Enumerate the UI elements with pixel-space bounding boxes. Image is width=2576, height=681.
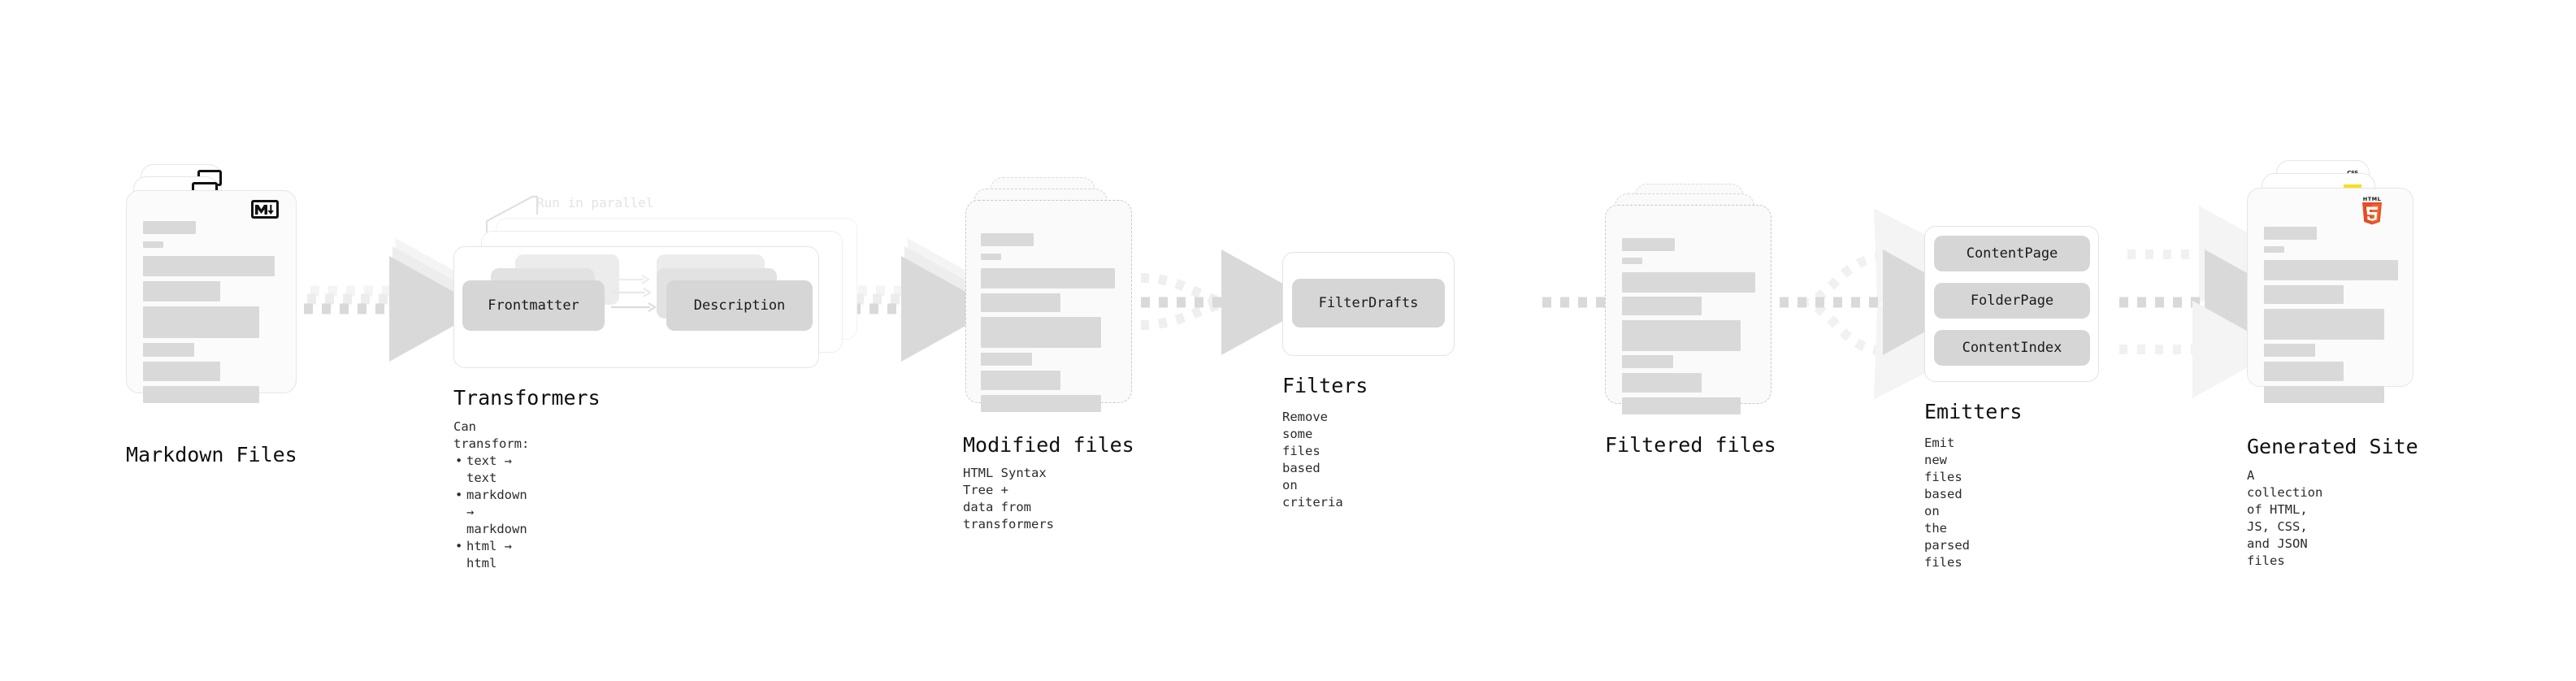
skeleton-bar <box>2264 344 2315 357</box>
stage-transformers: Run in parallel Frontmatter Descrip <box>0 0 857 681</box>
emitter-chip-folderpage-label: FolderPage <box>1970 293 2054 309</box>
filter-chip-filterdrafts-label: FilterDrafts <box>1318 295 1419 311</box>
stage-title-filtered-files: Filtered files <box>1605 433 1776 457</box>
transformer-chip-frontmatter[interactable]: Frontmatter <box>462 280 605 331</box>
emitter-chip-contentindex-label: ContentIndex <box>1962 340 2062 356</box>
html5-icon: HTML <box>2360 196 2384 225</box>
transformers-capability-item: text → text <box>455 453 529 487</box>
generated-card-front <box>2247 188 2413 403</box>
skeleton-bar <box>1622 397 1741 414</box>
transformer-chip-description[interactable]: Description <box>666 280 813 331</box>
transformers-capability-item: html → html <box>455 538 529 572</box>
transformers-capability-item: markdown → markdown <box>455 487 529 538</box>
skeleton-bar <box>1622 320 1741 351</box>
stage-title-modified-files: Modified files <box>963 433 1134 457</box>
filtered-card-front <box>1605 205 1772 414</box>
transformer-inner-arrows <box>611 275 657 312</box>
connector-emitters-to-site <box>2119 206 2300 398</box>
skeleton-bar <box>981 317 1101 348</box>
connector-modified-to-filters <box>1140 249 1316 355</box>
stage-subtitle-generated-site: A collection of HTML, JS, CSS, and JSON … <box>2247 468 2323 568</box>
skeleton-bar <box>143 306 259 338</box>
skeleton-bar <box>981 293 1060 312</box>
transformers-capabilities-list: text → text markdown → markdown html → h… <box>453 453 529 572</box>
emitter-chip-contentpage[interactable]: ContentPage <box>1934 236 2090 271</box>
skeleton-bar <box>1622 258 1642 264</box>
skeleton-bar <box>981 395 1101 412</box>
connector-filtered-to-emitters <box>1780 208 1978 400</box>
run-in-parallel-label: Run in parallel <box>536 195 654 210</box>
transformer-chip-frontmatter-label: Frontmatter <box>488 297 579 314</box>
stage-subtitle-filters: Remove some files based on criteria <box>1282 410 1343 510</box>
filter-chip-filterdrafts[interactable]: FilterDrafts <box>1292 279 1445 327</box>
skeleton-bar <box>2264 246 2284 253</box>
stage-filters: FilterDrafts Filters Remove some files b… <box>0 0 1455 681</box>
stage-title-markdown-files: Markdown Files <box>126 443 297 466</box>
skeleton-bar <box>1622 272 1755 293</box>
skeleton-bar <box>2264 362 2344 381</box>
stage-title-generated-site: Generated Site <box>2247 435 2418 458</box>
markdown-icon <box>251 200 279 219</box>
stage-title-filters: Filters <box>1282 374 1368 397</box>
skeleton-bar <box>1622 373 1702 393</box>
markdown-card-front <box>126 190 297 403</box>
skeleton-bar <box>2264 227 2317 240</box>
skeleton-bar <box>143 281 220 301</box>
skeleton-bar <box>143 362 220 381</box>
stage-title-transformers: Transformers <box>453 386 601 410</box>
skeleton-bar <box>2264 260 2398 280</box>
skeleton-bar <box>143 256 275 276</box>
skeleton-bar <box>143 221 196 234</box>
run-in-parallel-bracket <box>485 195 539 239</box>
skeleton-bar <box>1622 297 1702 315</box>
modified-card-front <box>965 200 1132 412</box>
skeleton-bar <box>1622 355 1673 368</box>
stage-markdown-files: Markdown Files <box>0 0 325 681</box>
stage-generated-site: CSS HTML <box>0 0 2418 681</box>
stage-filtered-files: Filtered files <box>0 0 1776 681</box>
skeleton-bar <box>981 254 1001 260</box>
transformers-capabilities: Can transform: text → text markdown → ma… <box>453 419 529 572</box>
emitter-chip-folderpage[interactable]: FolderPage <box>1934 283 2090 319</box>
transformers-capabilities-lead: Can transform: <box>453 419 530 451</box>
skeleton-bar <box>2264 386 2384 403</box>
stage-modified-files: Modified files HTML Syntax Tree + data f… <box>0 0 1134 681</box>
stage-title-emitters: Emitters <box>1924 400 2023 423</box>
stage-emitters: ContentPage FolderPage ContentIndex Emit… <box>0 0 2099 681</box>
skeleton-bar <box>1622 238 1675 251</box>
html5-icon-label: HTML <box>2362 196 2382 202</box>
skeleton-bar <box>981 353 1032 366</box>
skeleton-bar <box>981 371 1060 390</box>
skeleton-bar <box>143 386 259 403</box>
emitter-chip-contentpage-label: ContentPage <box>1966 245 2058 262</box>
transformer-chip-description-label: Description <box>693 297 786 314</box>
stage-subtitle-emitters: Emit new files based on the parsed files <box>1924 436 1970 570</box>
skeleton-bar <box>981 268 1115 288</box>
skeleton-bar <box>981 233 1034 246</box>
stage-subtitle-modified-files: HTML Syntax Tree + data from transformer… <box>963 466 1054 531</box>
skeleton-bar <box>2264 309 2384 340</box>
skeleton-bar <box>2264 285 2344 304</box>
skeleton-bar <box>143 241 163 248</box>
skeleton-bar <box>143 343 194 357</box>
emitter-chip-contentindex[interactable]: ContentIndex <box>1934 330 2090 366</box>
